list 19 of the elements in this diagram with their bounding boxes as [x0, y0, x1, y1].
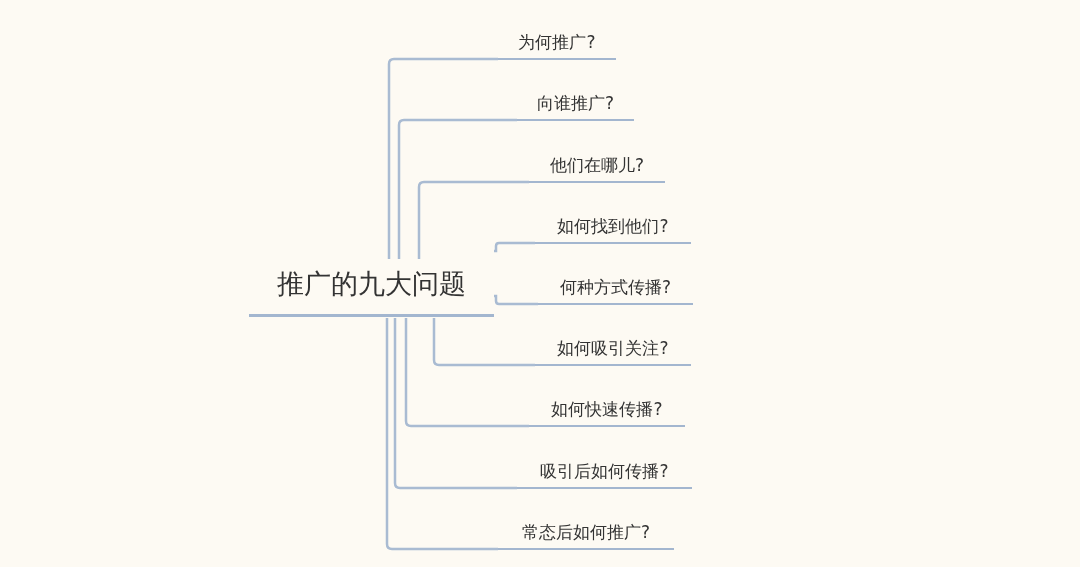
central-topic: 推广的九大问题 — [249, 259, 494, 317]
subtopic: 常态后如何推广? — [498, 518, 674, 550]
subtopic: 如何找到他们? — [535, 212, 691, 244]
subtopic: 为何推广? — [498, 28, 616, 60]
connector-line — [493, 241, 535, 253]
subtopic: 他们在哪儿? — [529, 151, 665, 183]
connector-line — [397, 118, 517, 259]
connector-line — [493, 294, 538, 306]
connector-line — [393, 318, 517, 490]
connector-line — [417, 180, 529, 259]
subtopic: 如何吸引关注? — [535, 334, 691, 366]
subtopic: 如何快速传播? — [529, 395, 685, 427]
subtopic: 何种方式传播? — [538, 273, 693, 305]
connector-line — [432, 318, 535, 367]
connector-line — [387, 57, 498, 259]
subtopic: 向谁推广? — [517, 89, 634, 121]
subtopic: 吸引后如何传播? — [517, 457, 692, 489]
connector-line — [385, 318, 498, 551]
connector-line — [404, 318, 529, 428]
